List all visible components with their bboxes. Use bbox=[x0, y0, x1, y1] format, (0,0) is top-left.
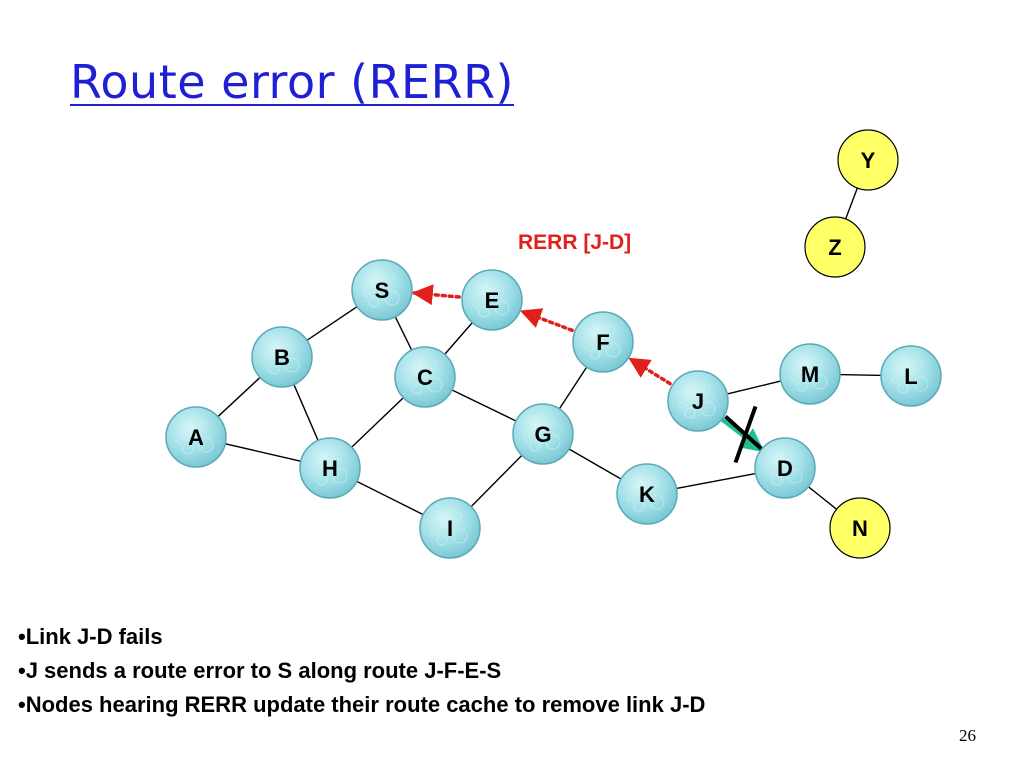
node-e: E bbox=[461, 269, 523, 331]
link-e-c bbox=[442, 320, 475, 357]
link-broken-mark bbox=[724, 405, 767, 464]
bullet-item: Link J-D fails bbox=[18, 620, 705, 654]
node-label: S bbox=[375, 278, 390, 303]
link-j-m bbox=[725, 379, 783, 396]
link-b-a bbox=[216, 375, 262, 419]
node-j: J bbox=[667, 370, 729, 432]
node-label: D bbox=[777, 456, 793, 481]
node-label: H bbox=[322, 456, 338, 481]
node-b: B bbox=[251, 326, 313, 388]
link-s-b bbox=[304, 305, 360, 342]
node-label: B bbox=[274, 345, 290, 370]
node-i: I bbox=[419, 497, 481, 559]
bullet-item: Nodes hearing RERR update their route ca… bbox=[18, 688, 706, 722]
link-f-g bbox=[557, 365, 589, 411]
bullet-list: Link J-D fails J sends a route error to … bbox=[18, 620, 706, 722]
links-layer bbox=[216, 185, 884, 517]
rerr-arrow-e-s bbox=[411, 284, 468, 306]
bullet-item: J sends a route error to S along route J… bbox=[18, 654, 705, 688]
link-c-h bbox=[349, 395, 406, 450]
node-n: N bbox=[829, 497, 891, 559]
node-label: F bbox=[596, 330, 609, 355]
page-number: 26 bbox=[959, 726, 976, 745]
rerr-arrow-j-f bbox=[628, 357, 678, 390]
slide-title: Route error (RERR) bbox=[70, 55, 514, 109]
link-k-d bbox=[674, 472, 758, 490]
node-y: Y bbox=[837, 129, 899, 191]
node-f: F bbox=[572, 311, 634, 373]
link-a-h bbox=[223, 442, 303, 463]
rerr-label: RERR [J-D] bbox=[518, 231, 631, 254]
node-label: C bbox=[417, 365, 433, 390]
link-g-k bbox=[566, 447, 624, 481]
node-label: L bbox=[904, 364, 917, 389]
link-d-n bbox=[806, 484, 839, 512]
node-d: D bbox=[754, 437, 816, 499]
node-l: L bbox=[880, 345, 942, 407]
link-c-g bbox=[449, 388, 519, 423]
node-label: Z bbox=[828, 235, 841, 260]
node-h: H bbox=[299, 437, 361, 499]
link-h-i bbox=[354, 479, 426, 517]
node-label: E bbox=[485, 288, 500, 313]
node-s: S bbox=[351, 259, 413, 321]
link-g-i bbox=[469, 453, 524, 509]
node-label: N bbox=[852, 516, 868, 541]
node-label: G bbox=[534, 422, 551, 447]
node-k: K bbox=[616, 463, 678, 525]
node-label: I bbox=[447, 516, 453, 541]
node-g: G bbox=[512, 403, 574, 465]
node-label: A bbox=[188, 425, 204, 450]
node-label: J bbox=[692, 389, 704, 414]
node-m: M bbox=[779, 343, 841, 405]
link-s-c bbox=[393, 314, 414, 353]
nodes-layer: S E F B C M L J A G H D K I Y Z N bbox=[165, 129, 942, 559]
node-label: K bbox=[639, 482, 655, 507]
node-z: Z bbox=[804, 216, 866, 278]
link-b-h bbox=[292, 382, 320, 443]
node-label: Y bbox=[861, 148, 876, 173]
rerr-arrows bbox=[411, 284, 678, 390]
node-c: C bbox=[394, 346, 456, 408]
link-y-z bbox=[844, 185, 859, 222]
node-label: M bbox=[801, 362, 819, 387]
rerr-arrow-f-e bbox=[519, 308, 581, 335]
link-m-l bbox=[837, 373, 884, 377]
node-a: A bbox=[165, 406, 227, 468]
